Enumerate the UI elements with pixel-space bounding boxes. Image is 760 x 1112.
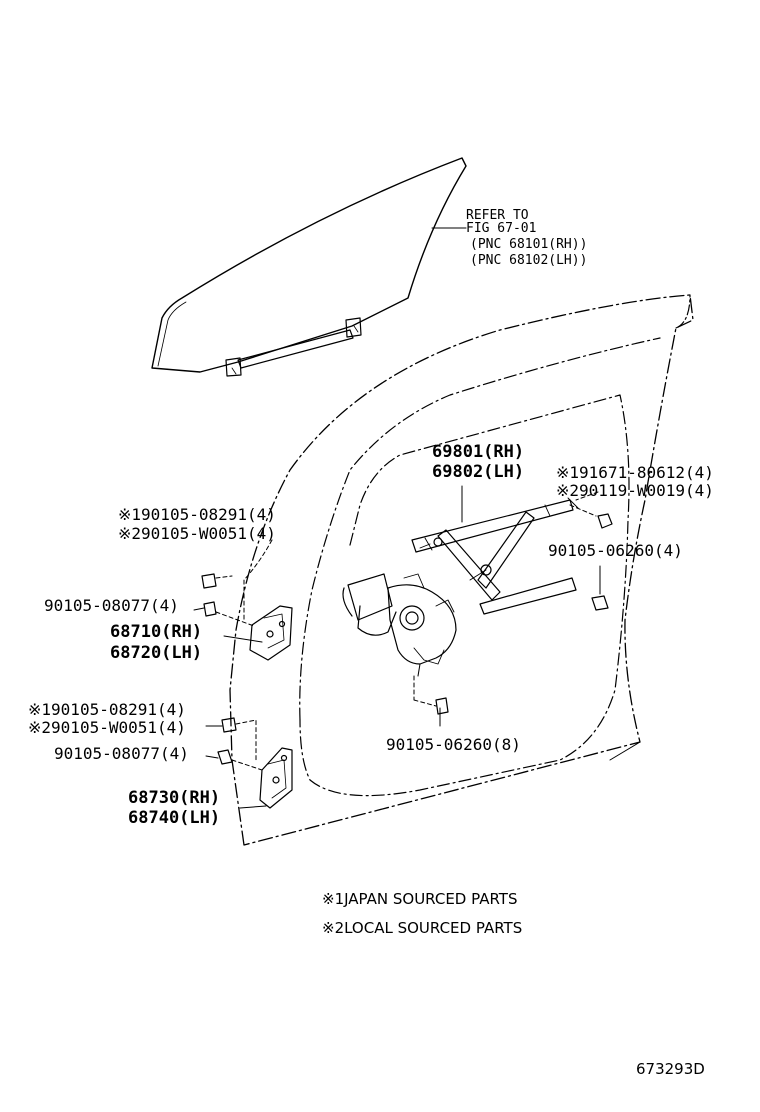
glass-ref-line1: REFER TO bbox=[466, 208, 529, 223]
upper-hinge-bolt-b-part[interactable]: 90105-08077(4) bbox=[44, 596, 179, 615]
bolt-lower[interactable] bbox=[435, 697, 449, 715]
regulator-bolt-part-1[interactable]: ※191671-80612(4) bbox=[556, 463, 714, 482]
lower-hinge-part-lh[interactable]: 68740(LH) bbox=[128, 808, 221, 828]
door-glass[interactable] bbox=[151, 157, 467, 377]
lower-hinge-part-rh[interactable]: 68730(RH) bbox=[128, 788, 221, 808]
upper-hinge-part-rh[interactable]: 68710(RH) bbox=[110, 622, 203, 642]
upper-hinge[interactable] bbox=[249, 605, 293, 661]
regulator-part-lh[interactable]: 69802(LH) bbox=[432, 462, 525, 482]
bolt-lower-leader bbox=[413, 675, 437, 707]
lower-hinge-bolt-part-1[interactable]: ※190105-08291(4) bbox=[28, 700, 186, 719]
bolt-right-part[interactable]: 90105-06260(4) bbox=[548, 541, 683, 560]
regulator-bolt[interactable] bbox=[597, 513, 613, 529]
door-outline bbox=[229, 294, 694, 846]
illustration-id: 673293D bbox=[636, 1060, 705, 1078]
lower-hinge-bolt-a[interactable] bbox=[221, 717, 237, 733]
lower-hinge-bolt-b-part[interactable]: 90105-08077(4) bbox=[54, 744, 189, 763]
bolt-lower-part[interactable]: 90105-06260(8) bbox=[386, 735, 521, 754]
upper-hinge-bolt-part-1[interactable]: ※190105-08291(4) bbox=[118, 505, 276, 524]
glass-ref-line2: FIG 67-01 bbox=[466, 221, 537, 236]
regulator-part-rh[interactable]: 69801(RH) bbox=[432, 442, 525, 462]
regulator-bolt-part-2[interactable]: ※290119-W0019(4) bbox=[556, 481, 714, 500]
upper-hinge-bolt-part-2[interactable]: ※290105-W0051(4) bbox=[118, 524, 276, 543]
upper-hinge-bolt-b[interactable] bbox=[203, 601, 217, 617]
note-japan-sourced: ※1JAPAN SOURCED PARTS bbox=[322, 890, 518, 908]
lower-hinge-leader bbox=[239, 805, 267, 809]
window-regulator[interactable] bbox=[411, 497, 579, 615]
upper-hinge-leader bbox=[223, 635, 263, 643]
lower-hinge-bolt-b[interactable] bbox=[217, 749, 233, 765]
glass-ref-line4: (PNC 68102(LH)) bbox=[470, 253, 588, 268]
regulator-bolts-leader bbox=[569, 491, 599, 517]
glass-ref-line3: (PNC 68101(RH)) bbox=[470, 237, 588, 252]
note-local-sourced: ※2LOCAL SOURCED PARTS bbox=[322, 919, 523, 937]
lower-hinge[interactable] bbox=[259, 747, 293, 809]
window-motor[interactable] bbox=[342, 573, 457, 677]
lower-hinge-bolt-part-2[interactable]: ※290105-W0051(4) bbox=[28, 718, 186, 737]
upper-hinge-bolt-a[interactable] bbox=[201, 573, 217, 589]
bolt-right[interactable] bbox=[591, 595, 609, 611]
upper-hinge-part-lh[interactable]: 68720(LH) bbox=[110, 643, 203, 663]
